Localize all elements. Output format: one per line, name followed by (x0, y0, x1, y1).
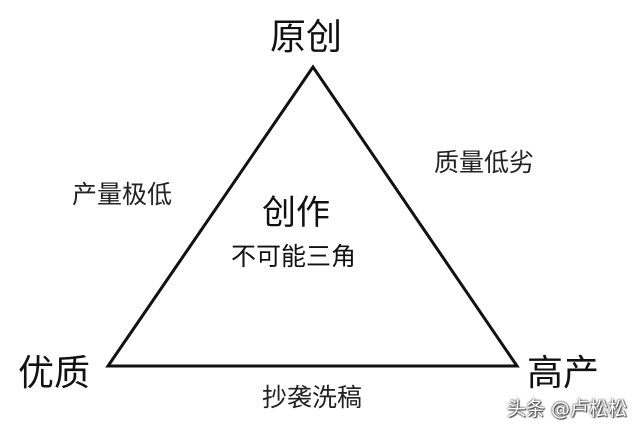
vertex-bottom-left-label: 优质 (18, 353, 91, 394)
vertex-bottom-right-label: 高产 (527, 353, 600, 394)
edge-left-label: 产量极低 (72, 180, 173, 209)
edge-bottom-label: 抄袭洗稿 (262, 383, 363, 412)
watermark-text: 头条 @卢松松 (507, 398, 628, 420)
edge-right-label: 质量低劣 (434, 148, 535, 177)
triangle-outline (105, 64, 520, 368)
center-title: 创作 (262, 193, 330, 233)
vertex-top-label: 原创 (270, 17, 343, 58)
center-subtitle: 不可能三角 (231, 242, 357, 271)
